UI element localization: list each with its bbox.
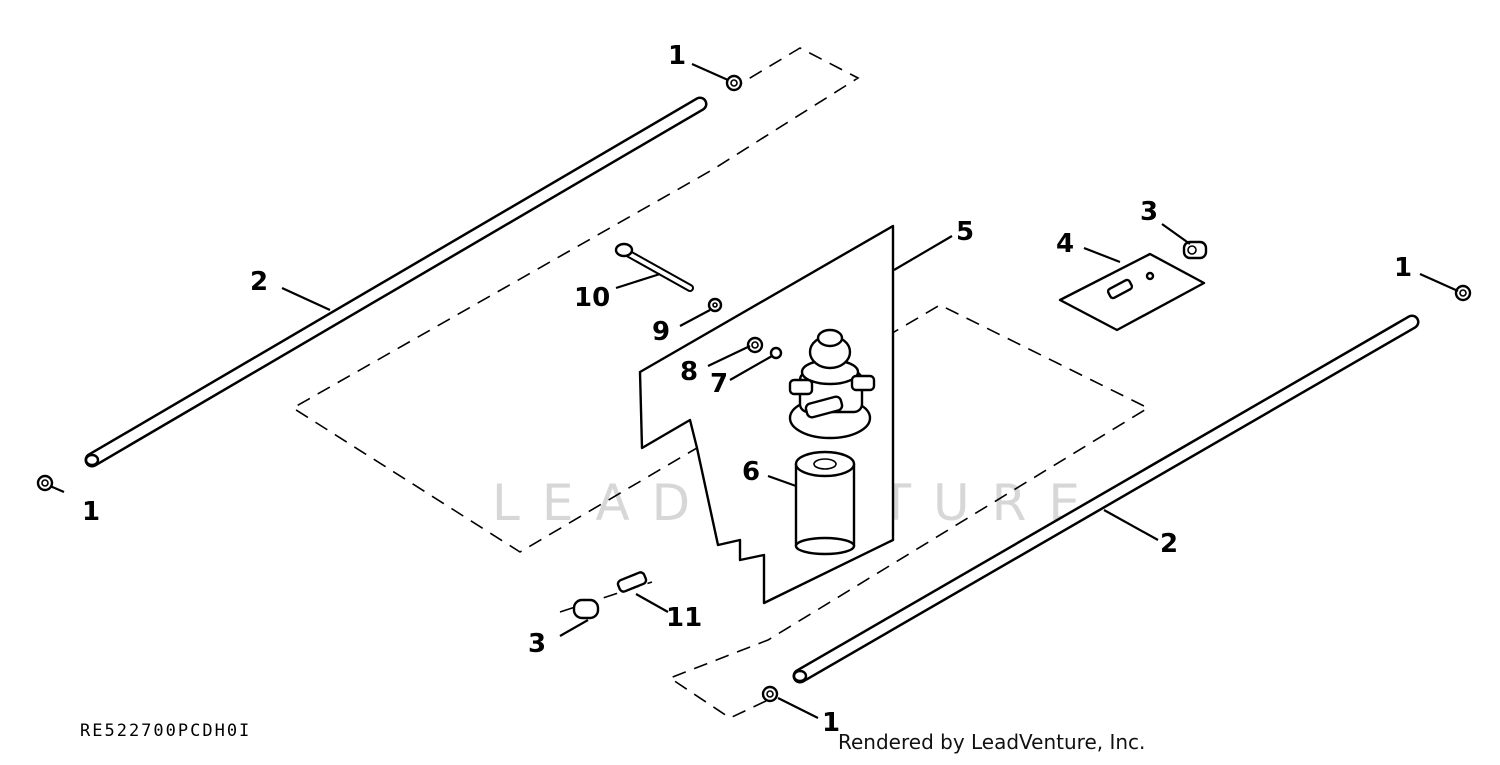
callout-1-bottom: 1 <box>822 708 840 738</box>
filter-head[interactable] <box>788 328 876 440</box>
leader-lines <box>49 62 1459 719</box>
callout-3-bottom: 3 <box>528 629 546 659</box>
callout-6: 6 <box>742 457 760 487</box>
callout-11: 11 <box>666 603 702 633</box>
callout-4: 4 <box>1056 229 1074 259</box>
render-credit: Rendered by LeadVenture, Inc. <box>838 730 1146 754</box>
elbow-fitting-bottom[interactable] <box>572 598 600 620</box>
callout-2-left: 2 <box>250 267 268 297</box>
lock-nut[interactable] <box>746 336 764 354</box>
callout-9: 9 <box>652 317 670 347</box>
callout-1-right: 1 <box>1394 253 1412 283</box>
nut-right[interactable] <box>1454 284 1472 302</box>
callout-8: 8 <box>680 357 698 387</box>
filter-element[interactable] <box>794 450 856 556</box>
tube-left[interactable] <box>84 96 708 468</box>
nut-left[interactable] <box>36 474 54 492</box>
callout-1-top: 1 <box>668 41 686 71</box>
nut-top[interactable] <box>725 74 743 92</box>
callout-2-right: 2 <box>1160 529 1178 559</box>
callout-3-top: 3 <box>1140 197 1158 227</box>
callout-7: 7 <box>710 369 728 399</box>
connector-fitting[interactable] <box>616 571 648 593</box>
tube-right[interactable] <box>792 314 1420 684</box>
nut-bottom[interactable] <box>761 685 779 703</box>
fitting-kit[interactable] <box>1058 252 1206 332</box>
long-bolt[interactable] <box>614 242 694 292</box>
elbow-fitting-top[interactable] <box>1182 240 1208 260</box>
callout-5: 5 <box>956 217 974 247</box>
o-ring[interactable] <box>769 346 783 360</box>
washer[interactable] <box>707 297 723 313</box>
callout-10: 10 <box>574 283 610 313</box>
drawing-code: RE522700PCDH0I <box>80 721 252 741</box>
callout-1-left: 1 <box>82 497 100 527</box>
